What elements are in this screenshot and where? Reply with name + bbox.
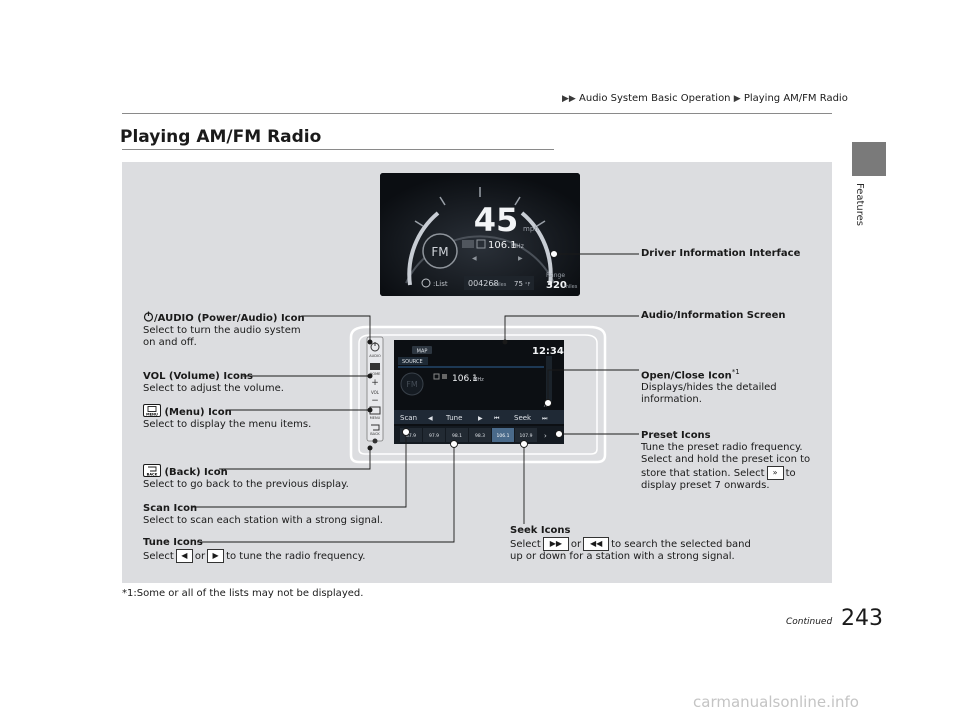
source-button: SOURCE [402,359,423,365]
svg-text:miles: miles [564,284,578,290]
driver-information-screen: FM 45 mph 106.1 MHz ◀ ▶ :List 004268 mil… [380,173,580,296]
svg-text:◀: ◀ [472,255,477,262]
svg-text:+: + [371,378,379,388]
outside-temp: 75 [514,280,523,288]
label-power-audio: /AUDIO (Power/Audio) Icon Select to turn… [143,311,305,348]
title-divider [122,149,554,150]
header-divider [122,113,832,114]
label-volume: VOL (Volume) Icons Select to adjust the … [143,371,284,394]
label-open-close: Open/Close Icon*1 Displays/hides the det… [641,368,777,406]
power-arc [407,211,440,286]
label-driver-information-interface: Driver Information Interface [641,248,801,259]
radio-frequency: 106.1 [452,374,478,384]
menu-icon: MENU [143,404,161,417]
label-menu: MENU (Menu) Icon Select to display the m… [143,404,311,431]
label-preset: Preset Icons Tune the preset radio frequ… [641,430,811,491]
preset-1: 87.9 [406,433,416,439]
label-tune: Tune Icons Select◀or▶to tune the radio f… [143,537,366,563]
continued-note: Continued [786,617,833,627]
preset-4: 98.3 [475,433,485,439]
label-audio-information-screen: Audio/Information Screen [641,310,786,321]
svg-text:FM: FM [406,380,418,389]
tune-up-icon: ▶ [207,549,225,563]
watermark: carmanualsonline.info [693,693,859,711]
svg-text:◀: ◀ [428,415,433,422]
seek-down-icon: ◀◀ [583,537,610,551]
footnote: *1:Some or all of the lists may not be d… [122,588,364,599]
svg-text:⏮: ⏮ [494,415,500,422]
dii-list-label: :List [433,280,448,288]
svg-text:VOL: VOL [371,390,380,395]
range-readout: 320 [546,280,567,291]
dii-frequency-unit: MHz [511,243,524,250]
svg-text:°F: °F [525,282,531,288]
tune-label: Tune [445,414,462,422]
preset-row: 87.9 97.9 98.1 98.3 106.1 107.9 › [394,426,564,444]
back-icon: BACK [143,464,161,477]
breadcrumb-parent[interactable]: Audio System Basic Operation [579,93,731,104]
page-number: 243 [841,606,883,631]
center-console-outline: AUDIO HOME + VOL − MENU BACK [349,325,607,464]
odometer: 004268 [468,279,499,288]
svg-text:⏭: ⏭ [542,415,548,422]
preset-5: 106.1 [497,433,510,439]
breadcrumb: ▶▶ Audio System Basic Operation ▶ Playin… [562,93,848,104]
svg-text:MENU: MENU [146,413,158,417]
label-scan: Scan Icon Select to scan each station wi… [143,503,383,526]
seek-up-icon: ▶▶ [542,537,569,551]
radio-clock: 12:34 [532,346,564,357]
preset-2: 97.9 [429,433,439,439]
breadcrumb-separator-icon: ▶ [733,94,741,104]
power-icon [143,311,154,322]
audio-information-screen: MAP 12:34 SOURCE FM 106.1 MHz ∧ Scan ◀ T… [394,340,564,444]
svg-text:▶: ▶ [478,415,483,422]
dii-fm-badge: FM [431,245,448,259]
seek-label: Seek [514,414,532,422]
speed-readout: 45 [474,201,519,239]
svg-text:HOME: HOME [370,372,381,376]
breadcrumb-current: Playing AM/FM Radio [743,93,848,104]
label-back: BACK (Back) Icon Select to go back to th… [143,464,349,491]
preset-more-glyph: › [544,432,547,440]
breadcrumb-arrow-icon: ▶▶ [562,94,576,104]
preset-6: 107.9 [520,433,533,439]
svg-text:MENU: MENU [370,416,381,420]
svg-text:BACK: BACK [147,473,158,477]
more-presets-icon: » [766,466,784,480]
svg-text:▶: ▶ [518,255,523,262]
dii-frequency: 106.1 [488,240,517,251]
svg-text:AUDIO: AUDIO [369,354,381,358]
section-tab [852,142,886,176]
speed-unit: mph [523,225,539,233]
svg-text:−: − [371,396,379,406]
scan-button: Scan [400,414,417,422]
page-title: Playing AM/FM Radio [120,127,322,147]
label-seek: Seek Icons Select▶▶or◀◀to search the sel… [510,525,751,562]
svg-text:miles: miles [493,282,507,288]
svg-text:BACK: BACK [370,432,380,436]
svg-text:MHz: MHz [473,377,484,383]
outline-dot [372,438,378,444]
svg-text:Range: Range [546,272,565,279]
map-button: MAP [417,349,428,355]
preset-3: 98.1 [452,433,462,439]
tune-down-icon: ◀ [175,549,193,563]
dii-graphic: FM 45 mph 106.1 MHz ◀ ▶ :List 004268 mil… [380,173,580,296]
charge-arc [520,211,553,286]
